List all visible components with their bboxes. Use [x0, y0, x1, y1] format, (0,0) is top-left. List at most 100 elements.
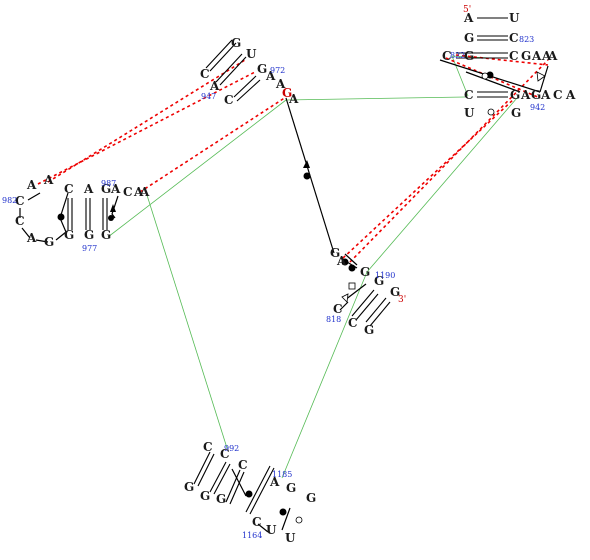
backbone-segment [465, 71, 521, 93]
nucleotide: G [464, 31, 474, 45]
pair-symbol-triangle [536, 71, 546, 82]
nucleotide: G [257, 62, 267, 76]
nucleotide: G [521, 49, 531, 63]
residue-number: 987 [101, 179, 116, 188]
residue-number: 1185 [272, 470, 292, 479]
nucleotide: G [374, 274, 384, 288]
nucleotide: C [224, 93, 234, 107]
nucleotide: G [44, 235, 54, 249]
nucleotide: G [101, 182, 111, 196]
interaction-line [445, 57, 541, 99]
nucleotide: A [520, 88, 531, 102]
nucleotide: U [509, 11, 520, 25]
backbone-segment [339, 301, 349, 311]
nucleotide: C [333, 302, 343, 316]
pair-line [355, 293, 379, 321]
pair-symbol-dot [245, 490, 253, 498]
interaction-line [342, 97, 516, 259]
pair-symbol-ring [295, 516, 303, 524]
pair-line [351, 289, 375, 317]
pair-symbol-dot [303, 172, 311, 180]
nucleotide: C [220, 447, 230, 461]
nucleotide: G [184, 480, 194, 494]
pair-symbol-dot [341, 258, 349, 266]
nucleotide: A [139, 185, 150, 199]
backbone-segment [27, 192, 41, 201]
pair-line [236, 79, 261, 102]
nucleotide: U [285, 531, 296, 545]
nucleotide: G [84, 228, 94, 242]
nucleotide: G [216, 492, 226, 506]
nucleotide: A [110, 182, 121, 196]
nucleotide: G [286, 481, 296, 495]
backbone-segment [111, 195, 119, 219]
tertiary-interactions [107, 55, 518, 479]
pair-line [249, 467, 275, 515]
residue-number: 942 [530, 103, 545, 112]
nucleotide: A [540, 88, 551, 102]
nucleotide: A [83, 182, 94, 196]
backbone-segment [344, 253, 358, 266]
nucleotide: C [64, 182, 74, 196]
nucleotide: U [464, 106, 475, 120]
backbone-segment [35, 239, 49, 243]
nucleotide: G [511, 106, 521, 120]
pair-line [245, 465, 271, 513]
nucleotide: G [364, 323, 374, 337]
nucleotide: G [64, 228, 74, 242]
nucleotide: A [269, 475, 280, 489]
nucleotide: C [15, 214, 25, 228]
residue-numbers: 8238229429729479879829771190818992118511… [2, 35, 545, 540]
nucleotide: A [133, 185, 144, 199]
tertiary-line [285, 96, 466, 101]
pair-line [365, 297, 387, 323]
pair-symbol-ring [481, 72, 489, 80]
residue-number: 947 [201, 92, 216, 101]
backbone [19, 59, 549, 533]
nucleotide: C [509, 49, 519, 63]
pair-line [215, 53, 243, 83]
nucleotide: A [463, 11, 474, 25]
interaction-line [139, 96, 287, 193]
interaction-line [37, 71, 256, 185]
nucleotide: G [306, 491, 316, 505]
tertiary-line [451, 55, 469, 97]
backbone-segment [59, 192, 69, 233]
residue-number: 972 [270, 66, 285, 75]
nucleotide: A [275, 77, 286, 91]
pair-symbol-dot [57, 213, 65, 221]
nucleotide: G [231, 36, 241, 50]
nucleotide: A [547, 49, 558, 63]
nucleotide: U [266, 523, 277, 537]
five-prime-label: 5' [463, 5, 471, 15]
nucleotide: G [200, 489, 210, 503]
residue-number: 823 [519, 35, 534, 44]
nucleotide: G [101, 228, 111, 242]
pair-symbol-arrow [110, 204, 116, 212]
strand-end-labels: 5' 3' [398, 5, 471, 305]
pair-line [229, 471, 245, 505]
nucleotide: U [246, 47, 257, 61]
nucleotide: C [442, 49, 452, 63]
three-prime-label: 3' [398, 295, 406, 305]
nucleotide: G [464, 49, 474, 63]
interaction-line [349, 59, 549, 263]
nucleotide: A [531, 49, 542, 63]
tertiary-line [366, 97, 518, 273]
tertiary-line [107, 99, 287, 238]
residue-number: 992 [224, 444, 239, 453]
nucleotide: G [510, 88, 520, 102]
nucleotide: C [200, 67, 210, 81]
nucleotide: A [26, 231, 37, 245]
noncanonical-symbols [57, 71, 546, 524]
nucleotide: A [43, 173, 54, 187]
backbone-segment [281, 507, 291, 531]
nucleotide: A [26, 178, 37, 192]
backbone-segment [257, 523, 269, 533]
nucleotide: A [209, 79, 220, 93]
pair-line [209, 461, 227, 493]
pair-line [219, 56, 247, 86]
nucleotide: C [15, 194, 25, 208]
